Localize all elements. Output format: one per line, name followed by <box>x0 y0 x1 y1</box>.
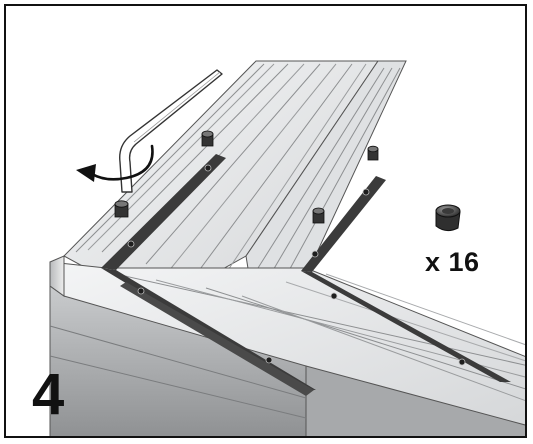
rotate-counterclockwise-arrow-icon <box>76 144 154 182</box>
quantity-label: x 16 <box>425 247 480 277</box>
instruction-panel: x 16 4 <box>4 4 527 438</box>
set-screw-3 <box>367 145 379 161</box>
set-screw-1 <box>201 130 214 147</box>
set-screw-4 <box>312 207 325 224</box>
right-frame-profile <box>245 60 407 307</box>
loose-set-screw-part <box>435 204 461 232</box>
plate-screw-holes <box>127 164 466 366</box>
hex-key-icon <box>119 69 223 193</box>
step-number: 4 <box>32 362 65 427</box>
set-screw-2 <box>114 200 129 218</box>
set-screw-icon <box>114 130 379 224</box>
assembly-illustration <box>49 60 525 436</box>
frame-front-face <box>49 255 525 436</box>
